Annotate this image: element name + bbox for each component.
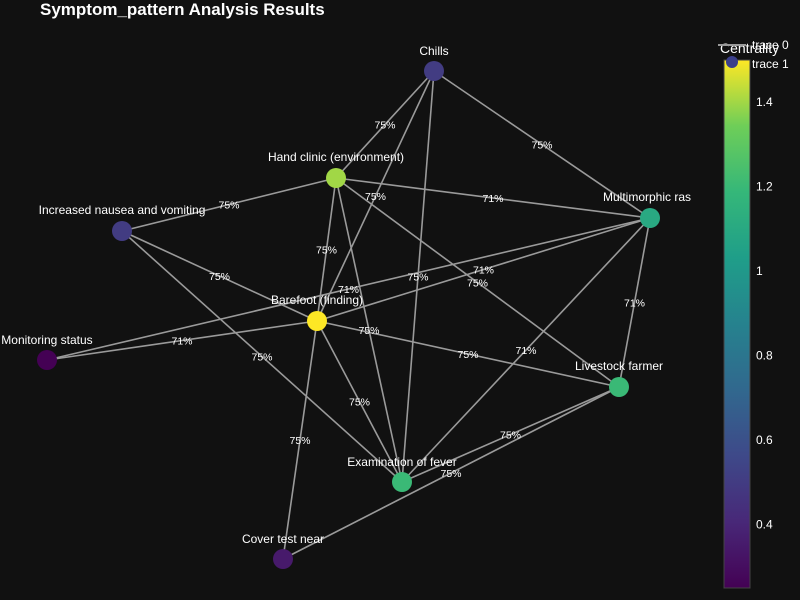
colorbar-ticks: 0.4 0.6 0.8 1 1.2 1.4 [756, 95, 773, 531]
edge-label-chills-barefoot: 75% [365, 191, 386, 203]
edge-label-hand-nausea: 75% [218, 200, 239, 212]
legend: trace 0 trace 1 [718, 38, 789, 71]
edge-label-barefoot-fever: 75% [349, 397, 370, 409]
legend-marker-swatch[interactable] [726, 56, 738, 68]
node-label-cover: Cover test near [242, 532, 324, 546]
edge-multi-livestock [618, 217, 651, 388]
node-label-monitoring: Monitoring status [1, 333, 92, 347]
colorbar-tick-label: 0.8 [756, 349, 773, 363]
edge-hand-nausea [121, 177, 337, 232]
edge-label-multi-fever: 71% [515, 345, 536, 357]
node-chills[interactable] [424, 61, 444, 81]
colorbar-gradient [723, 59, 751, 589]
edge-hand-multi [335, 177, 651, 219]
legend-item-1[interactable]: trace 1 [752, 57, 789, 71]
edge-label-nausea-fever: 75% [251, 352, 272, 364]
node-barefoot[interactable] [307, 311, 327, 331]
edge-livestock-fever [401, 386, 620, 483]
node-cover[interactable] [273, 549, 293, 569]
edge-label-hand-multi: 71% [482, 193, 503, 205]
edge-multi-monitoring [46, 217, 651, 361]
edge-labels-layer: 75%75%75%75%75%71%75%75%75%75%75%71%71%7… [171, 120, 645, 481]
edge-label-chills-multi: 75% [531, 140, 552, 152]
edge-label-chills-hand: 75% [374, 120, 395, 132]
edge-label-multi-barefoot: 71% [473, 265, 494, 277]
colorbar-tick-label: 1 [756, 264, 763, 278]
edge-nausea-fever [121, 230, 403, 483]
colorbar-tick-label: 0.6 [756, 433, 773, 447]
edge-label-livestock-fever: 75% [500, 430, 521, 442]
node-label-livestock: Livestock farmer [575, 359, 663, 373]
node-label-fever: Examination of fever [347, 455, 456, 469]
edge-label-hand-fever: 75% [358, 325, 379, 337]
edge-nausea-barefoot [121, 230, 318, 322]
edge-hand-fever [335, 177, 403, 483]
node-livestock[interactable] [609, 377, 629, 397]
node-label-nausea: Increased nausea and vomiting [39, 203, 206, 217]
edge-multi-fever [401, 217, 651, 483]
edge-multi-barefoot [316, 217, 651, 322]
edge-barefoot-cover [282, 320, 318, 560]
colorbar-tick-label: 1.4 [756, 95, 773, 109]
edge-label-hand-livestock: 75% [467, 278, 488, 290]
edge-label-livestock-cover: 75% [440, 468, 461, 480]
edge-label-barefoot-cover: 75% [289, 435, 310, 447]
edge-label-hand-barefoot: 75% [316, 245, 337, 257]
edge-label-multi-livestock: 71% [624, 298, 645, 310]
colorbar-tick-label: 0.4 [756, 518, 773, 532]
edge-label-barefoot-livestock: 75% [457, 349, 478, 361]
edge-chills-barefoot [316, 70, 435, 322]
edges-layer [46, 70, 651, 560]
edge-label-barefoot-monitoring: 71% [171, 336, 192, 348]
edge-label-nausea-barefoot: 75% [209, 271, 230, 283]
edge-barefoot-monitoring [46, 320, 318, 361]
edge-hand-barefoot [316, 177, 337, 322]
node-monitoring[interactable] [37, 350, 57, 370]
edge-barefoot-fever [316, 320, 403, 483]
edge-livestock-cover [282, 386, 620, 560]
node-hand[interactable] [326, 168, 346, 188]
node-nausea[interactable] [112, 221, 132, 241]
edge-chills-hand [335, 70, 435, 179]
edge-label-multi-monitoring: 71% [338, 284, 359, 296]
node-label-multi: Multimorphic ras [603, 190, 691, 204]
node-label-chills: Chills [419, 44, 448, 58]
node-label-barefoot: Barefoot (finding) [271, 293, 363, 307]
page-title: Symptom_pattern Analysis Results [40, 0, 325, 19]
node-fever[interactable] [392, 472, 412, 492]
edge-hand-livestock [335, 177, 620, 388]
colorbar-tick-label: 1.2 [756, 180, 773, 194]
legend-item-0[interactable]: trace 0 [752, 38, 789, 52]
edge-chills-multi [433, 70, 651, 219]
nodes-layer [37, 61, 660, 569]
node-label-hand: Hand clinic (environment) [268, 150, 404, 164]
edge-chills-fever [401, 70, 435, 483]
edge-barefoot-livestock [316, 320, 620, 388]
node-multi[interactable] [640, 208, 660, 228]
colorbar: Centrality 0.40.60.811.21.4 [720, 40, 779, 589]
edge-label-chills-fever: 75% [407, 272, 428, 284]
